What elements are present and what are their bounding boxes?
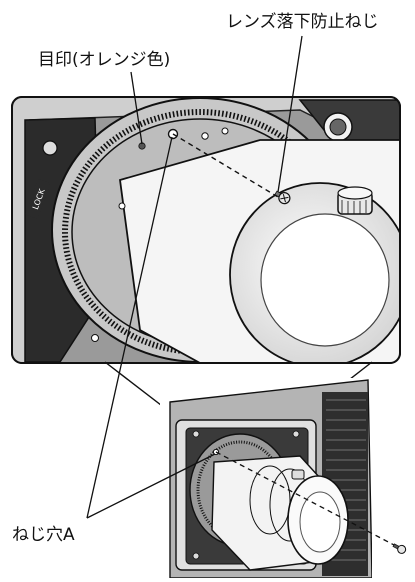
fall-prevention-screw xyxy=(274,190,291,205)
overview-fall-prevention-screw xyxy=(392,543,407,554)
screw-label: レンズ落下防止ねじ xyxy=(226,12,379,32)
screw-insertion-path xyxy=(172,133,279,198)
zoom-panel-border xyxy=(11,96,401,364)
overview-insertion-path xyxy=(215,451,397,547)
screw-label-leader xyxy=(277,35,303,193)
callout-lines xyxy=(86,35,303,519)
hole-a-leader-1 xyxy=(86,136,173,519)
lens-front-inner xyxy=(260,213,390,347)
lens-knob xyxy=(337,186,373,215)
marker-label-leader xyxy=(130,71,143,145)
hole-a-leader-2 xyxy=(86,453,216,519)
mount-holes xyxy=(91,127,229,342)
corner-knob xyxy=(323,112,353,142)
zoom-panel: LOCK xyxy=(11,96,401,364)
hole-a-label: ねじ穴A xyxy=(12,525,75,545)
marker-label: 目印(オレンジ色) xyxy=(38,50,170,70)
